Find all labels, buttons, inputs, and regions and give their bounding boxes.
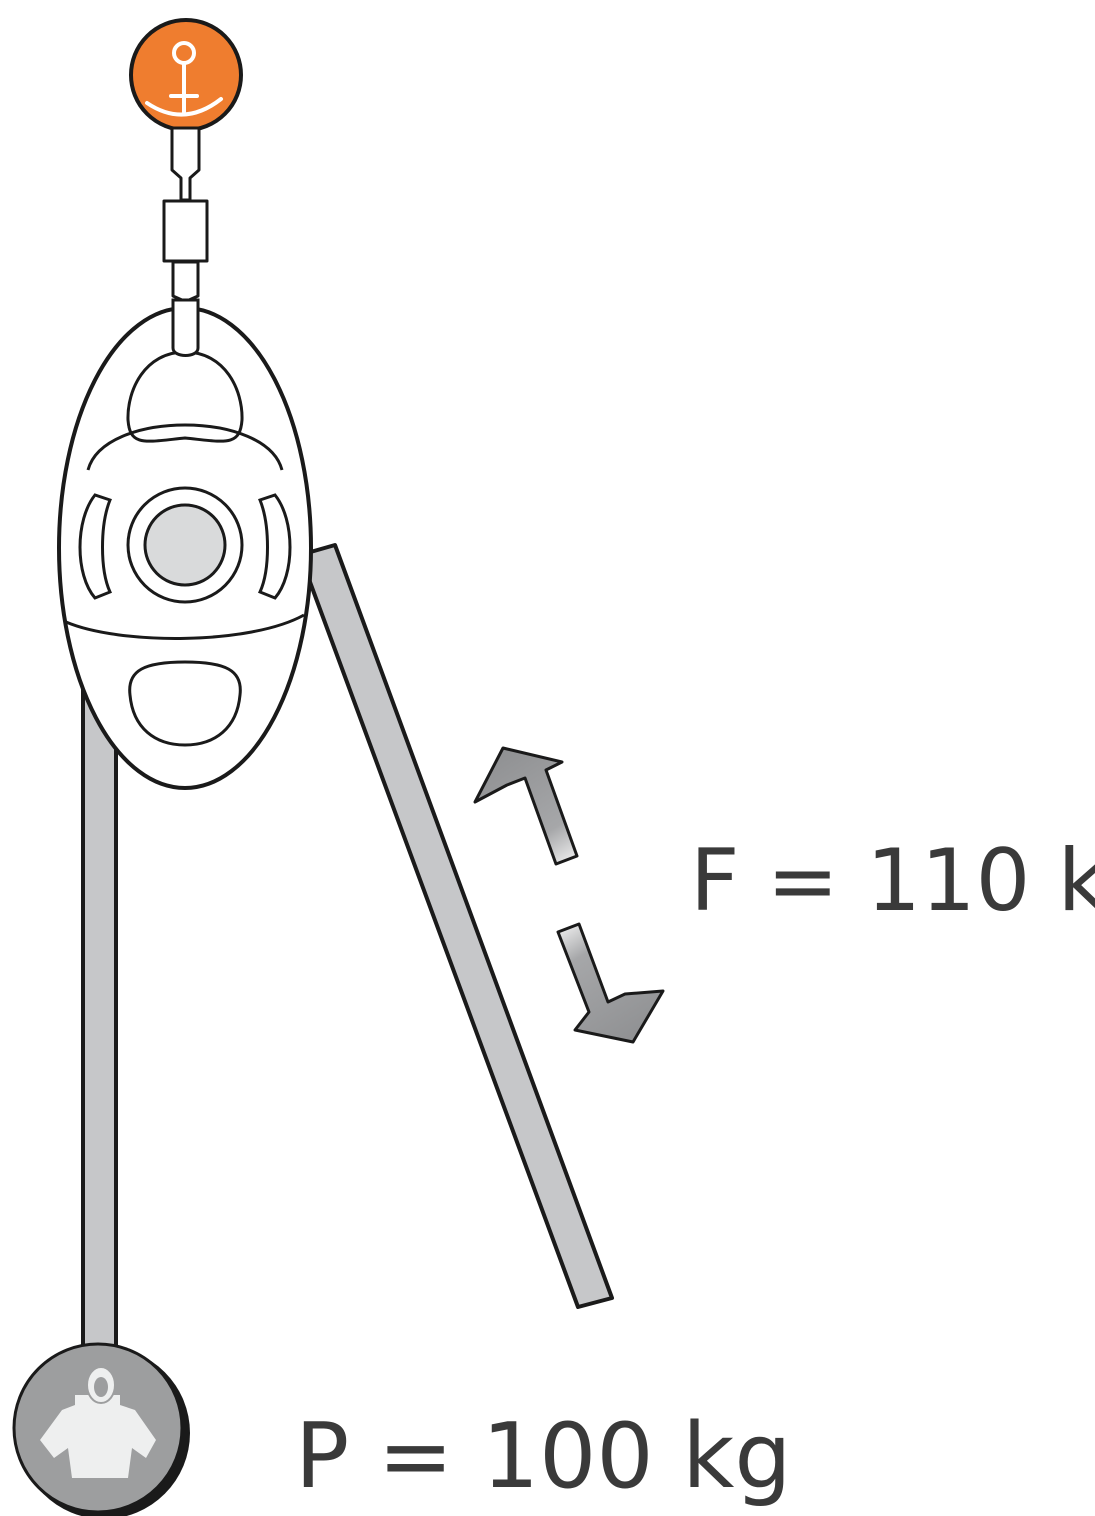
- double-arrow-icon: [473, 746, 665, 1044]
- load-badge: [12, 1342, 190, 1516]
- pulley-icon: [57, 306, 313, 790]
- load-label: P = 100 kg: [295, 1404, 792, 1509]
- rope-pull-side: [298, 543, 614, 1309]
- anchor-icon: [145, 41, 223, 117]
- pulling-force-label: F = 110 kg: [690, 831, 1095, 931]
- anchor-badge: [129, 18, 243, 132]
- pulley-attachment: [171, 298, 200, 357]
- load-icon: [40, 1395, 156, 1478]
